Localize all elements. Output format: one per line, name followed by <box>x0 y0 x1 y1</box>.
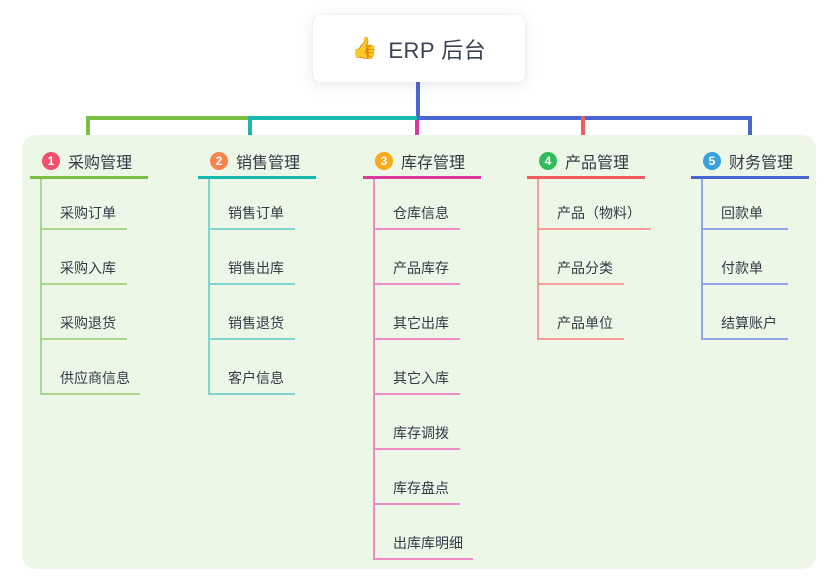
connector-line <box>748 116 752 145</box>
thumbs-up-icon: 👍 <box>351 36 379 60</box>
mindmap-node[interactable]: 客户信息 <box>210 340 295 395</box>
connector-line <box>415 120 419 146</box>
branch-产品管理: 4 产品管理产品（物料）产品分类产品单位 <box>527 145 697 340</box>
mindmap-node[interactable]: 付款单 <box>703 230 788 285</box>
root-node-erp[interactable]: 👍 ERP 后台 <box>313 15 525 82</box>
branch-item-list: 采购订单采购入库采购退货供应商信息 <box>40 179 140 395</box>
mindmap-node[interactable]: 销售出库 <box>210 230 295 285</box>
mindmap-node[interactable]: 采购退货 <box>42 285 127 340</box>
branch-title-label: 库存管理 <box>401 154 466 172</box>
branch-item-list: 仓库信息产品库存其它出库其它入库库存调拨库存盘点出库库明细 <box>373 179 473 560</box>
branch-销售管理: 2 销售管理销售订单销售出库销售退货客户信息 <box>198 145 368 395</box>
mindmap-node[interactable]: 产品单位 <box>539 285 624 340</box>
branch-财务管理: 5 财务管理回款单付款单结算账户 <box>691 145 839 340</box>
branch-number-badge: 2 <box>210 151 228 170</box>
mindmap-node[interactable]: 库存盘点 <box>375 450 460 505</box>
branch-title-库存管理[interactable]: 3 库存管理 <box>363 145 481 179</box>
connector-line <box>86 116 252 120</box>
branch-title-label: 采购管理 <box>68 154 133 172</box>
mindmap-node[interactable]: 产品库存 <box>375 230 460 285</box>
branch-item-list: 产品（物料）产品分类产品单位 <box>537 179 651 340</box>
root-node-label: ERP 后台 <box>388 37 487 63</box>
mindmap-node[interactable]: 销售退货 <box>210 285 295 340</box>
mindmap-node[interactable]: 其它入库 <box>375 340 460 395</box>
mindmap-node[interactable]: 采购入库 <box>42 230 127 285</box>
mindmap-node[interactable]: 其它出库 <box>375 285 460 340</box>
branch-title-label: 销售管理 <box>236 154 301 172</box>
branch-title-产品管理[interactable]: 4 产品管理 <box>527 145 645 179</box>
mindmap-node[interactable]: 回款单 <box>703 179 788 230</box>
branch-title-label: 产品管理 <box>565 154 630 172</box>
branch-title-label: 财务管理 <box>729 154 794 172</box>
branches-panel <box>22 135 816 569</box>
branch-number-badge: 4 <box>539 151 557 170</box>
connector-line <box>416 82 420 120</box>
mindmap-node[interactable]: 供应商信息 <box>42 340 140 395</box>
branch-采购管理: 1 采购管理采购订单采购入库采购退货供应商信息 <box>30 145 200 395</box>
mindmap-node[interactable]: 库存调拨 <box>375 395 460 450</box>
connector-line <box>86 116 90 145</box>
mindmap-node[interactable]: 出库库明细 <box>375 505 473 560</box>
branch-item-list: 销售订单销售出库销售退货客户信息 <box>208 179 295 395</box>
mindmap-node[interactable]: 结算账户 <box>703 285 788 340</box>
branch-title-财务管理[interactable]: 5 财务管理 <box>691 145 809 179</box>
mindmap-node[interactable]: 产品分类 <box>539 230 624 285</box>
branch-title-采购管理[interactable]: 1 采购管理 <box>30 145 148 179</box>
branch-库存管理: 3 库存管理仓库信息产品库存其它出库其它入库库存调拨库存盘点出库库明细 <box>363 145 533 560</box>
connector-line <box>581 116 585 145</box>
mindmap-node[interactable]: 销售订单 <box>210 179 295 230</box>
branch-title-销售管理[interactable]: 2 销售管理 <box>198 145 316 179</box>
branch-number-badge: 1 <box>42 151 60 170</box>
branch-number-badge: 5 <box>703 151 721 170</box>
connector-line <box>250 116 419 120</box>
branch-number-badge: 3 <box>375 151 393 170</box>
mindmap-node[interactable]: 产品（物料） <box>539 179 651 230</box>
mindmap-node[interactable]: 采购订单 <box>42 179 127 230</box>
mindmap-node[interactable]: 仓库信息 <box>375 179 460 230</box>
connector-line <box>248 116 252 145</box>
branch-item-list: 回款单付款单结算账户 <box>701 179 788 340</box>
